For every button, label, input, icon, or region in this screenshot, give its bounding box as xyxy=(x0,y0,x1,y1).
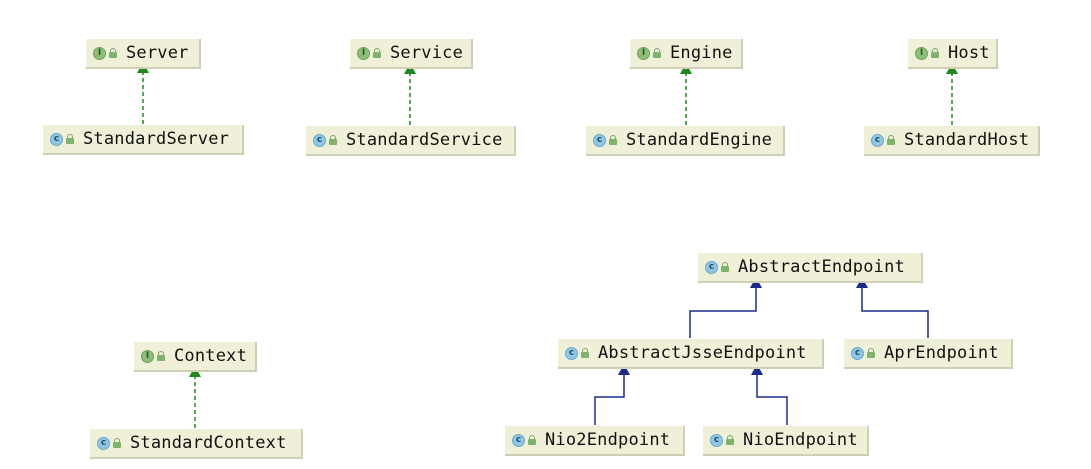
node-nioendpoint[interactable]: c NioEndpoint xyxy=(703,426,869,456)
node-label: StandardService xyxy=(346,130,503,150)
public-lock-icon xyxy=(109,48,118,58)
node-label: NioEndpoint xyxy=(743,430,858,450)
interface-icon: I xyxy=(357,46,370,60)
public-lock-icon xyxy=(887,135,896,145)
class-icon: c xyxy=(851,346,864,360)
public-lock-icon xyxy=(329,135,338,145)
node-abstractjsseendpoint[interactable]: c AbstractJsseEndpoint xyxy=(558,339,824,369)
node-service[interactable]: I Service xyxy=(350,39,473,69)
class-icon: c xyxy=(512,433,525,447)
node-label: StandardServer xyxy=(83,129,230,149)
node-label: StandardContext xyxy=(130,433,287,453)
public-lock-icon xyxy=(721,262,730,272)
node-standardservice[interactable]: c StandardService xyxy=(306,126,516,156)
interface-icon: I xyxy=(637,46,650,60)
node-label: AbstractEndpoint xyxy=(738,257,905,277)
edge-nioendpoint-extends-abstractjsseendpoint xyxy=(751,364,788,425)
interface-icon: I xyxy=(93,46,106,60)
node-label: AbstractJsseEndpoint xyxy=(598,343,807,363)
node-label: Server xyxy=(126,43,189,63)
abstract-class-icon: c xyxy=(705,260,718,274)
node-standardcontext[interactable]: c StandardContext xyxy=(90,429,303,459)
class-icon: c xyxy=(50,132,63,146)
public-lock-icon xyxy=(653,48,662,58)
node-server[interactable]: I Server xyxy=(86,39,201,69)
public-lock-icon xyxy=(528,435,537,445)
class-icon: c xyxy=(313,133,326,147)
public-lock-icon xyxy=(373,48,382,58)
node-nio2endpoint[interactable]: c Nio2Endpoint xyxy=(505,426,685,456)
node-host[interactable]: I Host xyxy=(908,39,998,69)
node-abstractendpoint[interactable]: c AbstractEndpoint xyxy=(698,253,923,283)
edge-nio2endpoint-extends-abstractjsseendpoint xyxy=(594,364,630,425)
public-lock-icon xyxy=(157,351,166,361)
node-label: Service xyxy=(390,43,464,63)
node-label: Host xyxy=(948,43,990,63)
node-engine[interactable]: I Engine xyxy=(630,39,743,69)
class-icon: c xyxy=(593,133,606,147)
public-lock-icon xyxy=(113,438,122,448)
node-aprendpoint[interactable]: c AprEndpoint xyxy=(844,339,1013,369)
node-standardserver[interactable]: c StandardServer xyxy=(43,125,244,155)
edge-abstractjsseendpoint-extends-abstractendpoint xyxy=(689,277,762,338)
abstract-class-icon: c xyxy=(565,346,578,360)
interface-icon: I xyxy=(141,349,154,363)
node-label: Nio2Endpoint xyxy=(545,430,671,450)
node-label: AprEndpoint xyxy=(884,343,999,363)
class-icon: c xyxy=(871,133,884,147)
class-icon: c xyxy=(97,436,110,450)
interface-icon: I xyxy=(915,46,928,60)
node-label: Engine xyxy=(670,43,733,63)
public-lock-icon xyxy=(66,134,75,144)
node-context[interactable]: I Context xyxy=(134,342,257,372)
node-label: StandardEngine xyxy=(626,130,773,150)
public-lock-icon xyxy=(726,435,735,445)
public-lock-icon xyxy=(581,348,590,358)
node-label: Context xyxy=(174,346,248,366)
public-lock-icon xyxy=(867,348,876,358)
node-standardengine[interactable]: c StandardEngine xyxy=(586,126,785,156)
node-label: StandardHost xyxy=(904,130,1030,150)
public-lock-icon xyxy=(931,48,940,58)
edge-aprendpoint-extends-abstractendpoint xyxy=(856,277,929,338)
public-lock-icon xyxy=(609,135,618,145)
node-standardhost[interactable]: c StandardHost xyxy=(864,126,1040,156)
class-icon: c xyxy=(710,433,723,447)
